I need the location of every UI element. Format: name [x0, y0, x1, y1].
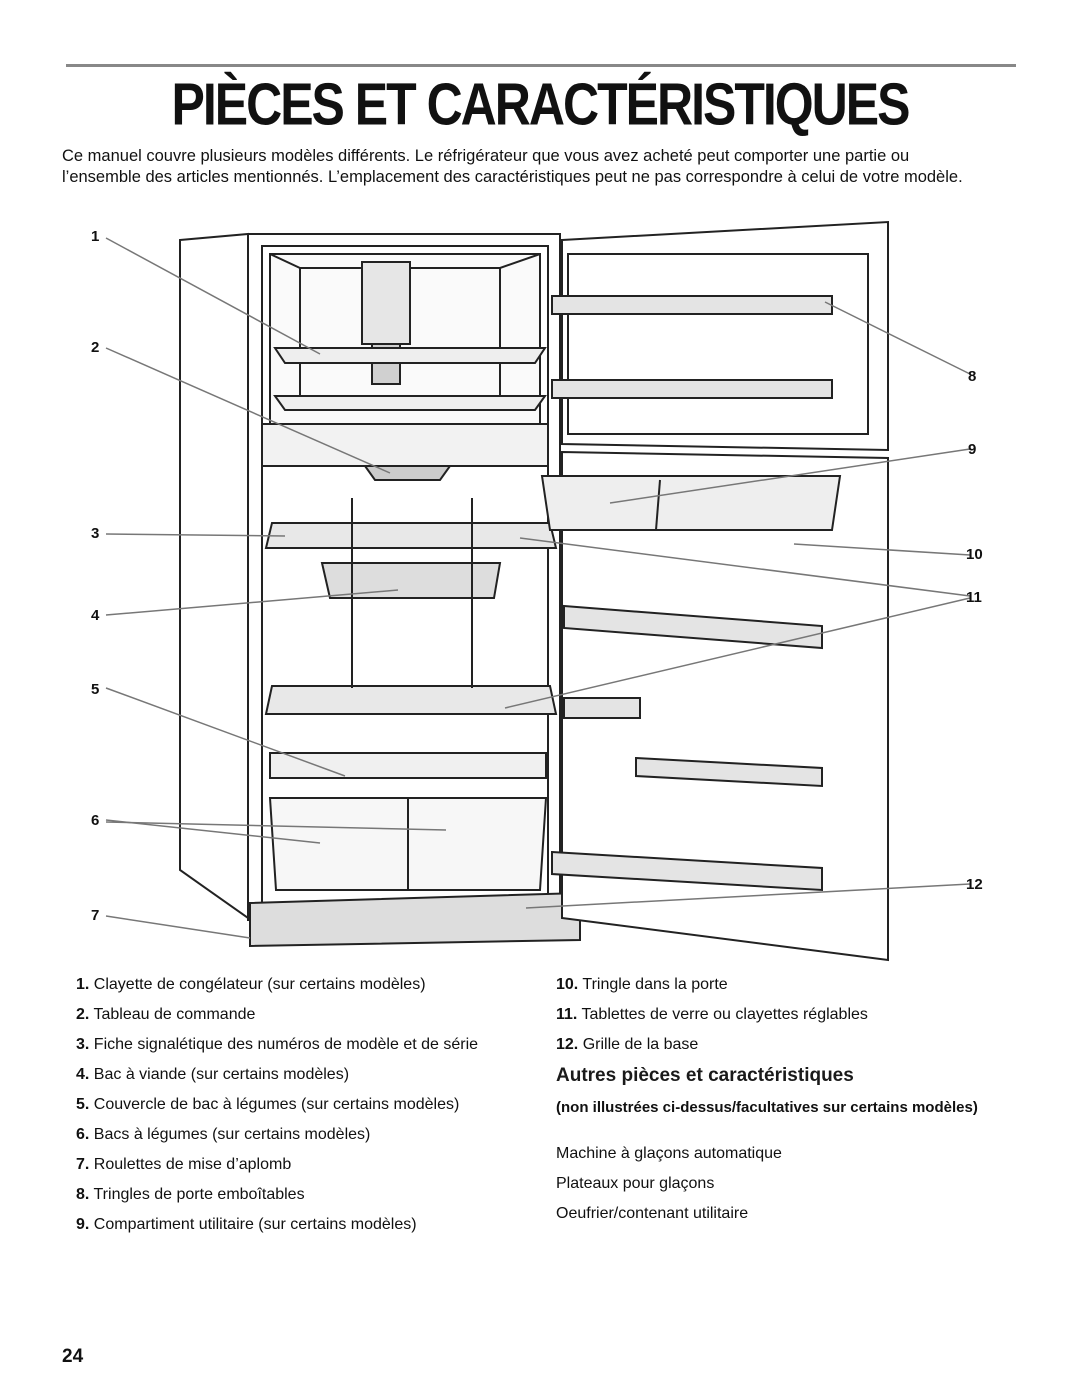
- callout-12: 12: [966, 876, 983, 893]
- callout-4: 4: [91, 607, 100, 624]
- callout-11: 11: [966, 589, 982, 606]
- intro-paragraph: Ce manuel couvre plusieurs modèles diffé…: [62, 147, 963, 186]
- callout-6: 6: [91, 812, 100, 829]
- part-item: 12. Grille de la base: [556, 1036, 699, 1053]
- part-item: 11. Tablettes de verre ou clayettes régl…: [556, 1006, 868, 1023]
- part-item: 7. Roulettes de mise d’aplomb: [76, 1156, 292, 1173]
- part-item: 1. Clayette de congélateur (sur certains…: [76, 976, 426, 993]
- part-item: 10. Tringle dans la porte: [556, 976, 728, 993]
- other-part-item: Oeufrier/contenant utilitaire: [556, 1205, 749, 1222]
- other-parts-heading: Autres pièces et caractéristiques: [556, 1065, 854, 1086]
- part-item: 5. Couvercle de bac à légumes (sur certa…: [76, 1096, 460, 1113]
- part-item: 2. Tableau de commande: [76, 1006, 256, 1023]
- callout-8: 8: [968, 368, 977, 385]
- callout-2: 2: [91, 339, 100, 356]
- page-number: 24: [62, 1346, 84, 1367]
- callout-9: 9: [968, 441, 977, 458]
- other-parts-note: (non illustrées ci-dessus/facultatives s…: [556, 1099, 978, 1116]
- part-item: 4. Bac à viande (sur certains modèles): [76, 1066, 350, 1083]
- part-item: 9. Compartiment utilitaire (sur certains…: [76, 1216, 417, 1233]
- refrigerator-illustration: [105, 220, 971, 962]
- callout-10: 10: [966, 546, 983, 563]
- callout-5: 5: [91, 681, 100, 698]
- part-item: 8. Tringles de porte emboîtables: [76, 1186, 305, 1203]
- callout-3: 3: [91, 525, 100, 542]
- callout-1: 1: [91, 228, 100, 245]
- part-item: 3. Fiche signalétique des numéros de mod…: [76, 1036, 479, 1053]
- other-part-item: Machine à glaçons automatique: [556, 1145, 782, 1162]
- part-item: 6. Bacs à légumes (sur certains modèles): [76, 1126, 371, 1143]
- callout-7: 7: [91, 907, 100, 924]
- top-rule: [66, 64, 1016, 67]
- page-title: PIÈCES ET CARACTÉRISTIQUES: [171, 71, 911, 138]
- other-part-item: Plateaux pour glaçons: [556, 1175, 715, 1192]
